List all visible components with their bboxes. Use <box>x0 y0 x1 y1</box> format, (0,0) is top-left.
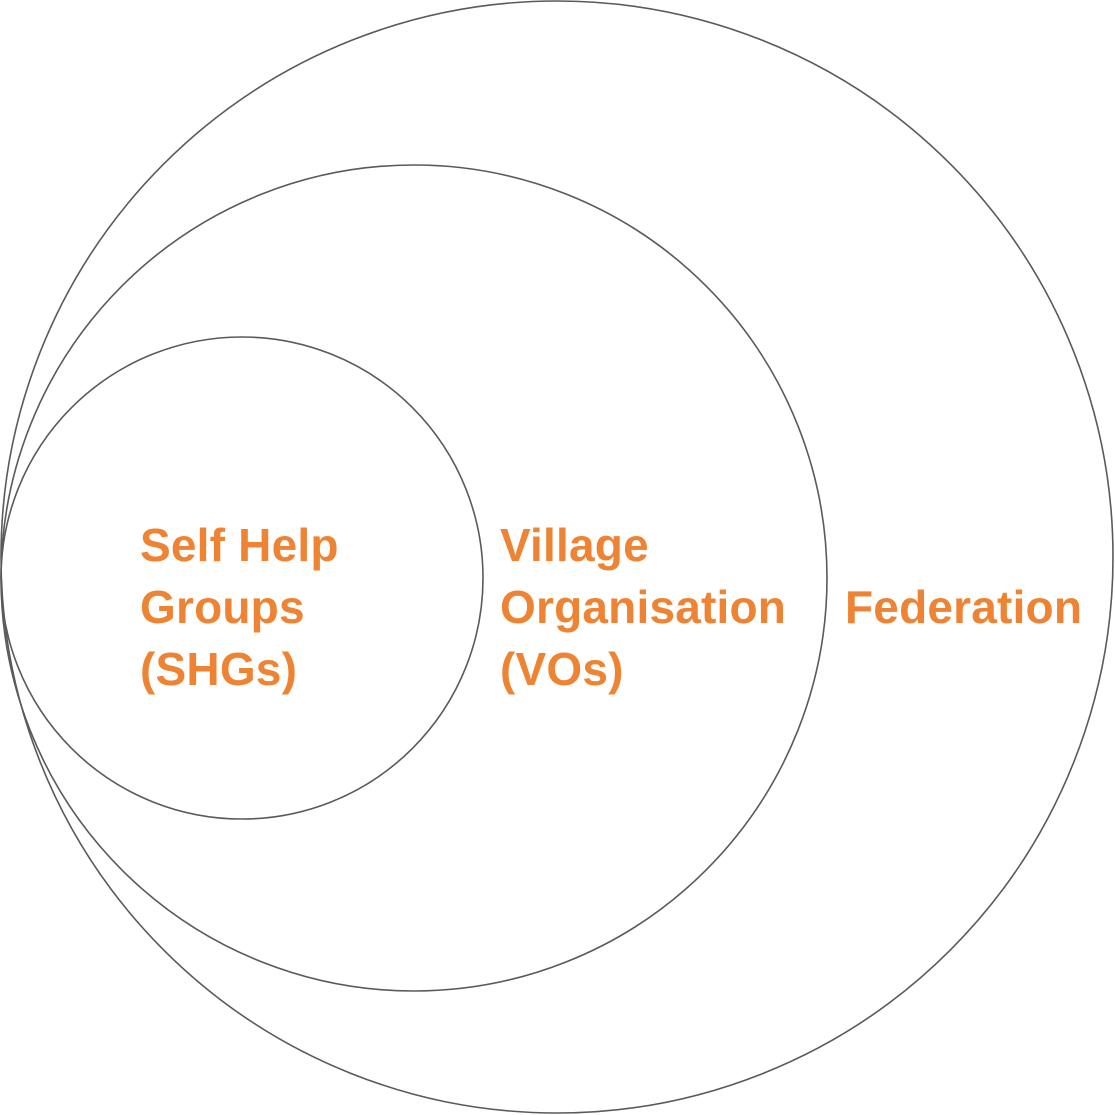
federation-label: Federation <box>845 576 1082 638</box>
vo-label-line-3: (VOs) <box>500 643 624 695</box>
vo-label-line-1: Village <box>500 519 649 571</box>
shg-label-line-2: Groups <box>140 581 305 633</box>
shg-label-line-3: (SHGs) <box>140 643 298 695</box>
shg-label-line-1: Self Help <box>140 519 339 571</box>
federation-label-text: Federation <box>845 581 1083 633</box>
vo-label-line-2: Organisation <box>500 581 787 633</box>
vo-label: Village Organisation (VOs) <box>500 514 786 700</box>
self-help-groups-circle <box>0 336 484 820</box>
shg-label: Self Help Groups (SHGs) <box>140 514 339 700</box>
